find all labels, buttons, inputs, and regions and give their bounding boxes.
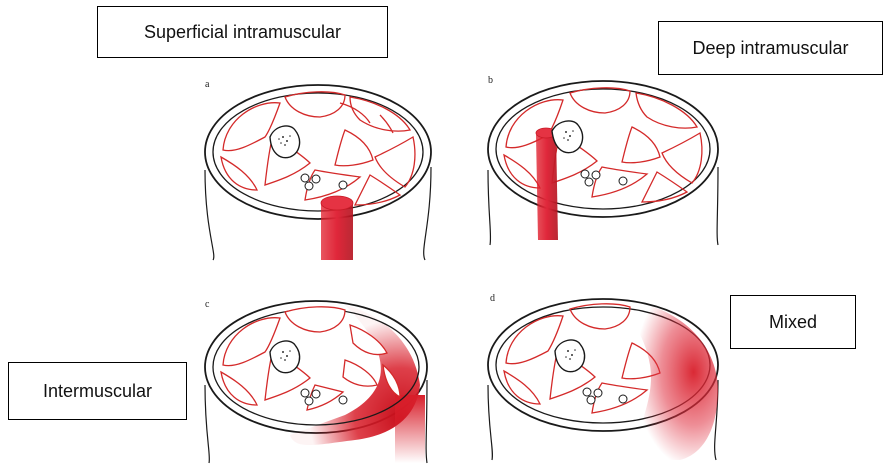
skin-outline [205, 85, 431, 219]
limb-right-edge [426, 380, 427, 463]
panel-letter-b: b [488, 75, 493, 86]
hematoma-extension [395, 395, 425, 463]
limb-left-edge [488, 170, 491, 245]
label-intermuscular: Intermuscular [8, 362, 187, 420]
label-mixed: Mixed [730, 295, 856, 349]
label-deep-intramuscular: Deep intramuscular [658, 21, 883, 75]
cross-section-d: d [480, 285, 730, 460]
panel-letter-d: d [490, 293, 495, 304]
hematoma-superficial [321, 196, 353, 260]
limb-left-edge [488, 385, 492, 460]
cross-section-c: c [195, 285, 440, 463]
limb-left-edge [205, 170, 214, 260]
cross-section-a: a [195, 75, 445, 260]
label-superficial-intramuscular: Superficial intramuscular [97, 6, 388, 58]
panel-letter-c: c [205, 299, 210, 310]
limb-right-edge [424, 167, 431, 260]
panel-letter-a: a [205, 79, 210, 90]
cross-section-b: b [480, 75, 730, 250]
hematoma-deep [536, 128, 558, 240]
limb-left-edge [205, 385, 209, 463]
skin-outline [488, 81, 718, 217]
limb-right-edge [717, 167, 718, 245]
